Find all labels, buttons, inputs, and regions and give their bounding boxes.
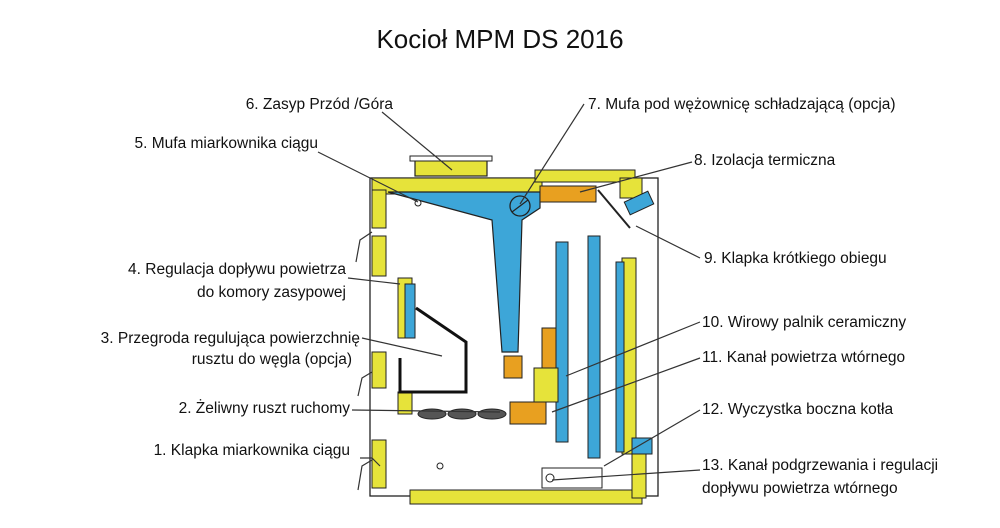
label-6: 6. Zasyp Przód /Góra [246,96,394,113]
label-13b: dopływu powietrza wtórnego [702,480,898,497]
label-13a: 13. Kanał podgrzewania i regulacji [702,457,938,474]
rear-water-jacket [615,261,625,453]
label-10: 10. Wirowy palnik ceramiczny [702,314,906,331]
boiler-body [355,155,659,505]
label-5: 5. Mufa miarkownika ciągu [135,135,319,152]
diagram-title: Kocioł MPM DS 2016 [376,24,623,54]
label-7: 7. Mufa pod wężownicę schładzającą (opcj… [588,96,896,113]
grate-partition [398,306,468,394]
front-water-jacket [404,283,416,339]
label-12: 12. Wyczystka boczna kotła [702,401,893,418]
secondary-air-box [541,467,603,489]
front-insulation-6 [371,439,387,489]
front-insulation-4 [371,351,387,389]
leader-lines [317,103,701,481]
ceramic-burner-left [503,355,523,379]
rear-bottom-insulation [631,453,647,499]
label-8: 8. Izolacja termiczna [694,152,836,169]
handle-3 [357,371,373,397]
label-3b: rusztu do węgla (opcja) [192,351,352,368]
rear-top-insulation [534,169,636,183]
ash-door-knob [436,462,444,470]
labels: 1. Klapka miarkownika ciągu 2. Żeliwny r… [101,96,938,497]
water-channel-2 [587,235,601,459]
ceramic-burner-core [533,367,559,403]
ceramic-burner-top [541,327,557,369]
thermal-insulation-block [539,185,597,203]
label-9: 9. Klapka krótkiego obiegu [704,250,887,267]
water-channel-1 [555,241,569,443]
short-circuit-flap [597,189,631,229]
bottom-insulation [409,489,643,505]
label-11: 11. Kanał powietrza wtórnego [702,349,905,366]
label-2: 2. Żeliwny ruszt ruchomy [179,399,351,417]
flap-plate [623,190,655,216]
ceramic-burner-base [509,401,547,425]
handle-4 [355,231,373,263]
label-4a: 4. Regulacja dopływu powietrza [128,261,346,278]
label-4b: do komory zasypowej [197,284,346,301]
front-insulation-2 [371,235,387,277]
label-3a: 3. Przegroda regulująca powierzchnię [101,330,360,347]
label-1: 1. Klapka miarkownika ciągu [154,442,350,459]
top-loading-door [414,159,488,177]
top-door-lid [409,155,493,162]
handle-1 [357,459,373,491]
front-insulation-1 [371,189,387,229]
